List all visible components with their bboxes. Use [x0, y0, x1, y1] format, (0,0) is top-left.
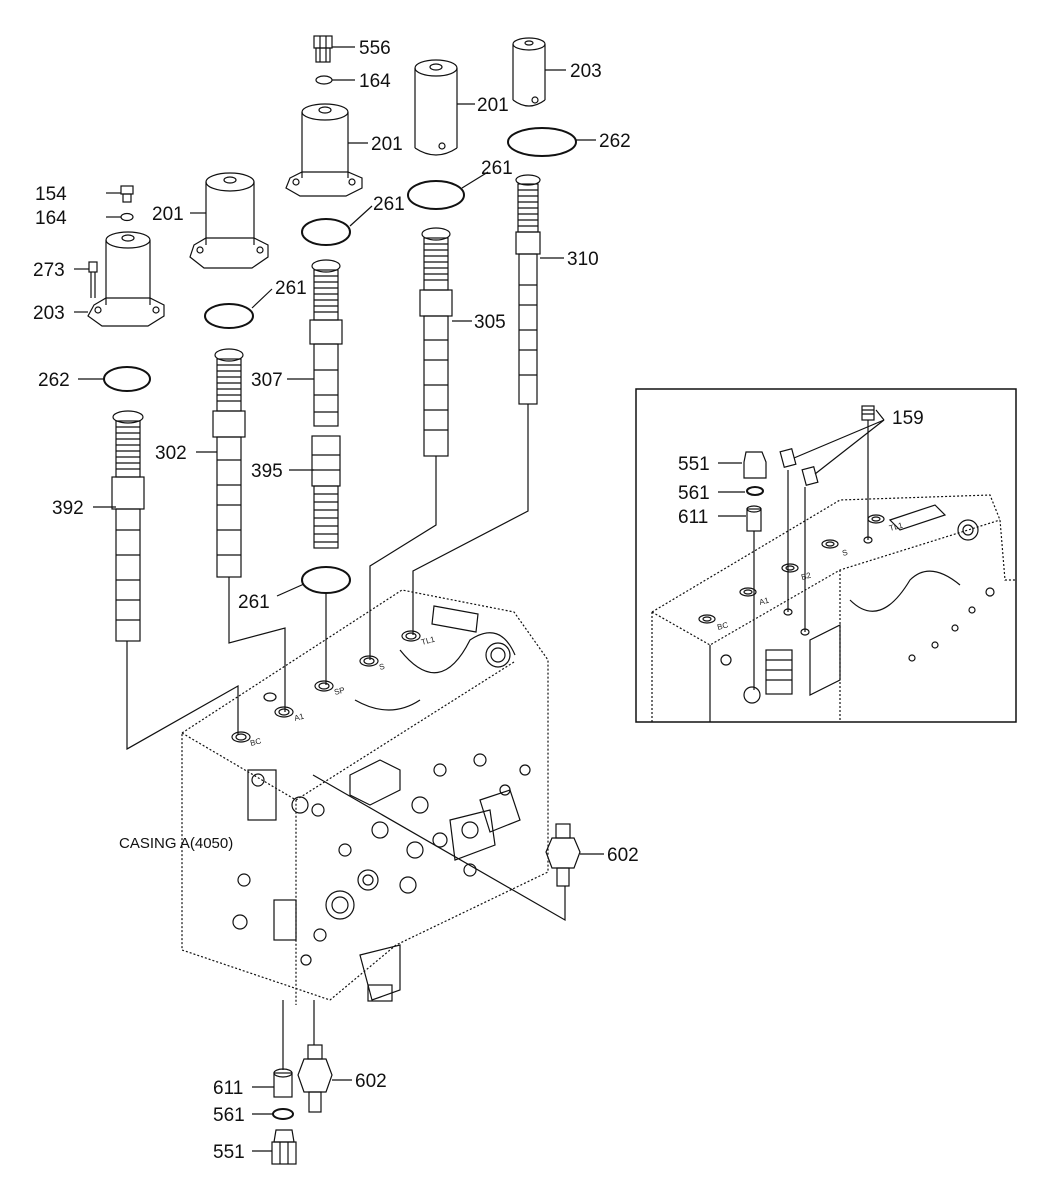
part-602-valve-bottom [297, 1044, 333, 1113]
assembly-lines [126, 404, 566, 1070]
part-261-oring-c [204, 303, 254, 329]
part-203-solenoid-left [87, 231, 165, 327]
inset-port-holes [698, 514, 885, 636]
port-label-a1: A1 [293, 712, 305, 723]
label-310: 310 [567, 249, 599, 270]
part-201-solenoid-center [285, 103, 363, 197]
part-261-oring-b [301, 218, 351, 246]
part-154-bolt [120, 185, 134, 203]
casing-port-holes [231, 630, 421, 743]
label-556: 556 [359, 38, 391, 59]
part-201-solenoid-tall [414, 59, 458, 156]
label-551: 551 [213, 1142, 245, 1163]
label-164: 164 [359, 71, 391, 92]
part-307-spool [309, 259, 343, 427]
label-262-left: 262 [38, 370, 70, 391]
part-302-spool [212, 348, 246, 578]
part-392-spool [111, 410, 145, 642]
label-262-top: 262 [599, 131, 631, 152]
part-551-plug [271, 1129, 297, 1165]
part-261-oring-d [301, 566, 351, 594]
label-261-a: 261 [481, 158, 513, 179]
casing-body [181, 589, 549, 1005]
inset-port-bc: BC [716, 620, 729, 632]
port-label-bc: BC [249, 736, 262, 748]
label-203-left: 203 [33, 303, 65, 324]
part-561-oring [272, 1108, 294, 1120]
label-611: 611 [213, 1078, 243, 1099]
port-label-tl1: TL1 [420, 635, 436, 647]
inset-frame [635, 388, 1017, 723]
casing-details [232, 605, 531, 1002]
label-261-c: 261 [275, 278, 307, 299]
inset-parts [743, 405, 875, 532]
label-392: 392 [52, 498, 84, 519]
part-273-bolt [88, 261, 98, 298]
label-261-d: 261 [238, 592, 270, 613]
label-201-center: 201 [371, 134, 403, 155]
label-154: 154 [35, 184, 67, 205]
labels: 556 164 201 201 203 262 261 261 310 154 … [33, 38, 924, 1163]
inset-casing [651, 494, 1016, 722]
inset-label-611: 611 [678, 507, 708, 528]
label-602-right: 602 [607, 845, 639, 866]
part-395-spool [311, 435, 341, 549]
label-307: 307 [251, 370, 283, 391]
inset-label-159: 159 [892, 408, 924, 429]
part-164-oring-left [120, 212, 134, 222]
part-203-solenoid-top [512, 37, 546, 107]
label-305: 305 [474, 312, 506, 333]
label-261-b: 261 [373, 194, 405, 215]
inset-port-b2: B2 [800, 571, 812, 582]
part-602-valve-right [545, 823, 581, 887]
part-310-spool [515, 174, 541, 405]
inset-port-a1: A1 [758, 596, 770, 607]
label-561: 561 [213, 1105, 245, 1126]
label-302: 302 [155, 443, 187, 464]
label-602-bottom: 602 [355, 1071, 387, 1092]
part-611-plug [273, 1068, 293, 1098]
inset-label-561: 561 [678, 483, 710, 504]
part-201-solenoid-left [189, 172, 269, 269]
leader-lines [74, 46, 604, 1152]
part-262-oring-left [103, 366, 151, 392]
part-262-oring-top [507, 127, 577, 157]
label-395: 395 [251, 461, 283, 482]
label-164-left: 164 [35, 208, 67, 229]
inset-port-tl1: TL1 [888, 521, 904, 533]
label-273: 273 [33, 260, 65, 281]
part-261-oring-a [407, 180, 465, 210]
part-305-spool [419, 227, 453, 457]
part-556-fitting [313, 35, 333, 63]
port-label-s: S [378, 662, 385, 672]
port-label-sp: SP [333, 685, 346, 696]
inset-port-s: S [841, 548, 848, 558]
inset-label-551: 551 [678, 454, 710, 475]
label-201-left: 201 [152, 204, 184, 225]
casing-label: CASING A(4050) [119, 835, 233, 852]
label-203-top: 203 [570, 61, 602, 82]
label-201-tall: 201 [477, 95, 509, 116]
inset-lines [718, 409, 885, 690]
part-164-oring [315, 75, 333, 85]
